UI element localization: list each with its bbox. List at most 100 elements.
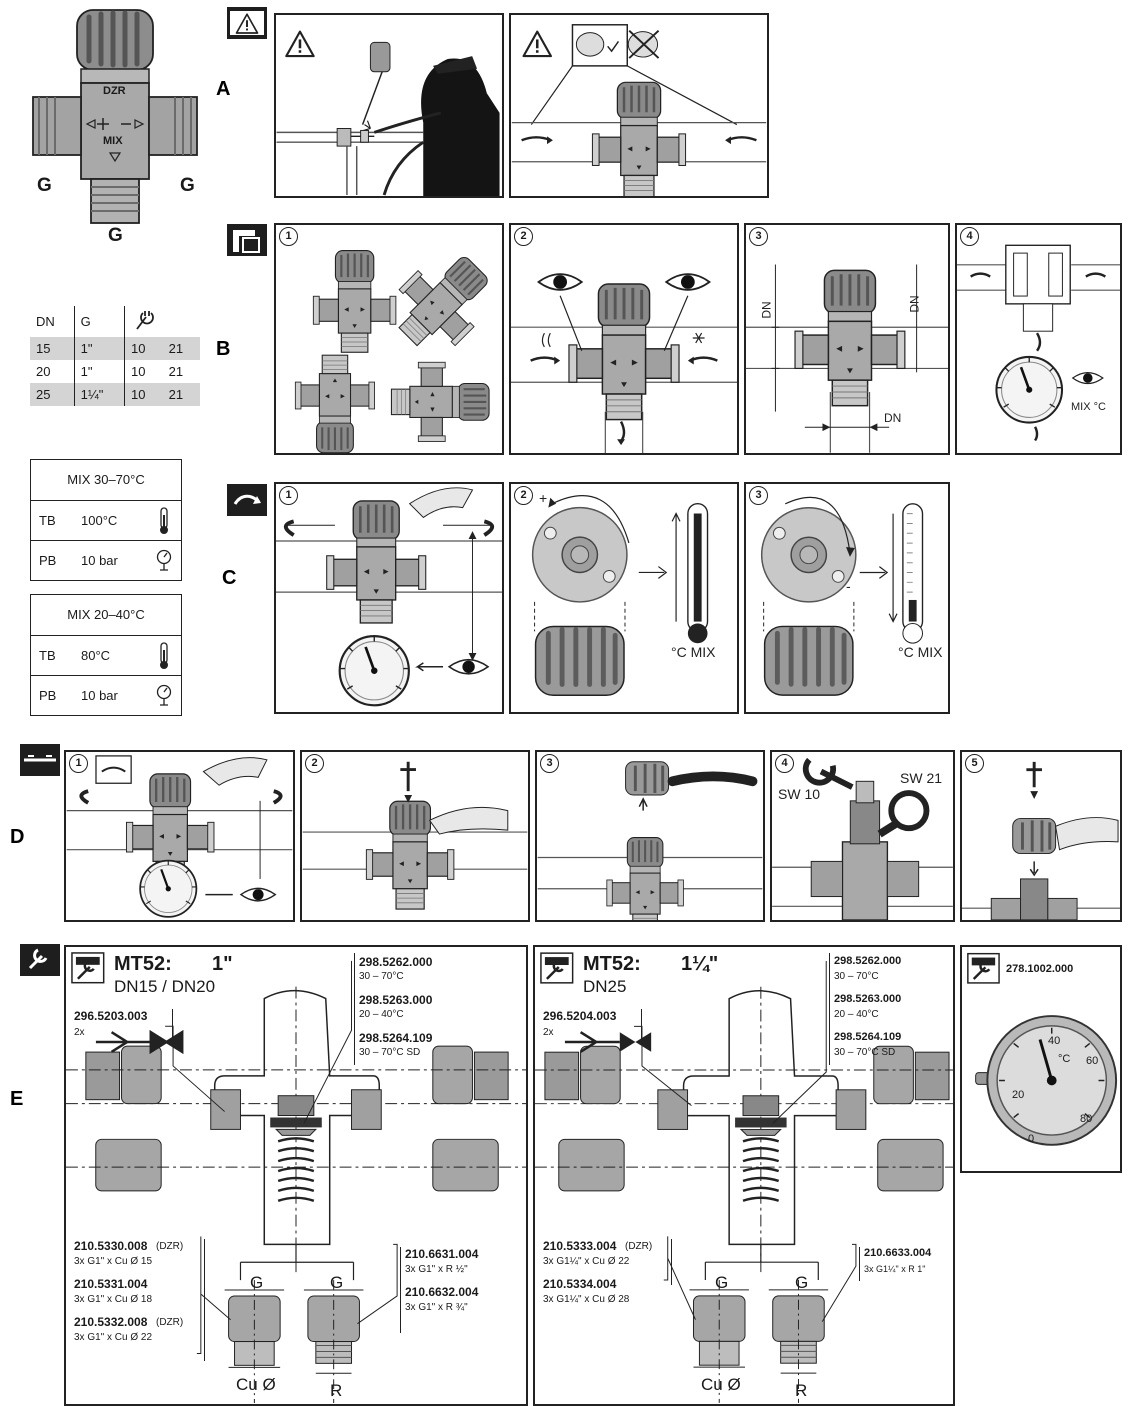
wrench-icon [136,311,154,330]
part-description: 30 – 70°C [359,971,404,982]
spec-pb-value: 10 bar [81,688,118,703]
cell-w2: 21 [162,337,200,360]
spec-tb-value: 80°C [81,648,111,663]
step-number: 3 [540,754,559,773]
part-tag: (DZR) [156,1317,184,1328]
model-dn: DN25 [583,977,627,996]
cell-w1: 10 [124,360,163,383]
part-description: 3x G1¼" x Cu Ø 22 [543,1256,630,1267]
step-number: 1 [279,486,298,505]
thermometer-tick: 0 [1028,1133,1035,1145]
part-number: 296.5204.003 [543,1009,617,1023]
part-number: 298.5264.109 [359,1031,433,1045]
spec-row-pb: PB 10 bar [31,540,181,581]
thermometer-tick: 80 [1080,1113,1093,1125]
panel-d2-remove-screw: 2 [300,750,530,922]
thread-label: G [330,1273,344,1292]
cartridge-callout: 298.5262.000 30 – 70°C 298.5263.000 20 –… [829,953,953,1065]
part-number: 210.5334.004 [543,1277,617,1291]
part-number: 298.5262.000 [359,955,433,969]
part-number: 210.5330.008 [74,1239,148,1253]
cell-w1: 10 [124,383,163,406]
section-label-b: B [216,338,231,360]
spec-box-30-70: MIX 30–70°C TB 100°C PB 10 bar [30,459,182,581]
part-number: 298.5262.000 [834,955,902,967]
panel-d5-reassemble: 5 [960,750,1122,922]
part-number: 278.1002.000 [1006,963,1074,975]
valve-drawing [32,9,198,224]
step-number: 2 [305,754,324,773]
warning-section-icon [227,7,267,39]
r-fittings-callout: 210.6633.004 3x G1¼" x R 1" [859,1247,953,1281]
cell-dn: 15 [30,337,75,360]
step-number: 4 [775,754,794,773]
increase-plus: + [539,490,548,506]
table-row: 15 1" 10 21 [30,337,200,360]
mix-temp-label: °C MIX [898,644,943,660]
thread-label-left: G [37,175,52,196]
model-name: MT52: [114,953,172,975]
dn-dimension-bottom: DN [884,411,902,425]
part-description: 3x G1" x Cu Ø 18 [74,1294,153,1305]
decrease-minus: - [846,578,851,594]
part-quantity: 2x [543,1027,554,1038]
panel-e3-thermometer-accessory: 278.1002.000 °C 0 20 40 60 80 [960,945,1122,1173]
panel-c2-increase-temperature: 2 + °C MIX [509,482,739,714]
check-valve-callout: 296.5203.003 2x [74,1009,184,1055]
mix-temp-label: °C MIX [671,644,716,660]
spec-row-tb: TB 100°C [31,500,181,541]
spec-row-pb: PB 10 bar [31,675,181,716]
cartridge-callout: 298.5262.000 30 – 70°C 298.5263.000 20 –… [354,953,505,1065]
thread-label: G [795,1273,809,1292]
panel-c1-temperature-check: 1 [274,482,504,714]
wrench-size-21: SW 21 [900,770,943,786]
spec-tb-value: 100°C [81,513,118,528]
panel-c3-decrease-temperature: 3 - °C MIX [744,482,950,714]
panel-e2-spare-parts-dn25: MT52: 1¼" DN25 298.5262.000 30 – 70°C 29… [533,945,955,1406]
step-number: 4 [960,227,979,246]
spec-pb-label: PB [39,688,57,703]
check-valve-symbol-icon [564,1031,652,1053]
part-number: 298.5263.000 [834,993,902,1005]
panel-b3-pipe-alignment: 3 DN DN DN [744,223,950,455]
panel-e1-spare-parts-dn15-dn20: MT52: 1" DN15 / DN20 298.5262.000 30 – 7… [64,945,528,1406]
pressure-gauge-icon [156,549,172,571]
part-description: 30 – 70°C SD [834,1047,896,1058]
part-number: 298.5263.000 [359,993,433,1007]
part-description: 3x G1" x R ¾" [405,1302,468,1313]
installation-section-icon [227,224,267,256]
part-number: 210.6633.004 [864,1247,932,1259]
part-number: 210.6632.004 [405,1285,479,1299]
section-label-d: D [10,826,25,848]
part-quantity: 2x [74,1027,85,1038]
cell-g: 1¼" [73,383,125,406]
cu-diameter-label: Cu Ø [236,1375,276,1394]
model-size: 1¼" [681,953,719,975]
part-number: 210.6631.004 [405,1247,479,1261]
spec-box-20-40: MIX 20–40°C TB 80°C PB 10 bar [30,594,182,716]
r-thread-label: R [795,1381,808,1400]
valve-mix-label: MIX [103,135,123,147]
maintenance-section-icon [20,744,60,776]
r-thread-label: R [330,1381,343,1400]
col-header-wrench [124,306,200,337]
thread-label-right: G [180,175,195,196]
pressure-gauge-icon [156,684,172,706]
part-number: 298.5264.109 [834,1031,902,1043]
part-description: 3x G1¼" x R 1" [864,1264,926,1274]
cu-diameter-label: Cu Ø [701,1375,741,1394]
cu-fittings-callout: 210.5333.004 (DZR) 3x G1¼" x Cu Ø 22 210… [543,1239,672,1305]
col-header-g: G [73,306,125,337]
dn-dimension-left: DN [759,301,774,319]
panel-d3-remove-knob: 3 [535,750,765,922]
col-header-dn: DN [36,314,55,329]
spec-pb-value: 10 bar [81,553,118,568]
step-number: 1 [279,227,298,246]
thermometer-icon [160,507,168,534]
panel-d1-temperature-check: 1 [64,750,295,922]
step-number: 1 [69,754,88,773]
thread-label: G [715,1273,729,1292]
spec-pb-label: PB [39,553,57,568]
panel-a1-welding-warning [274,13,504,198]
part-description: 30 – 70°C [834,971,879,982]
